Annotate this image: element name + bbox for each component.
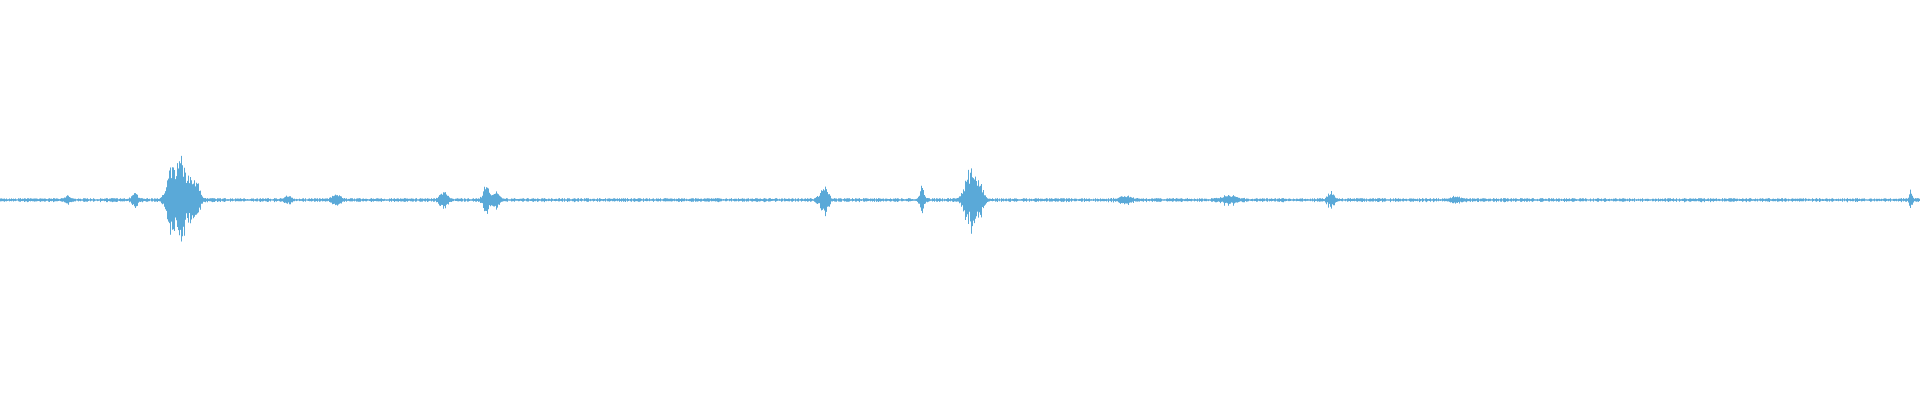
waveform-signal — [0, 155, 1920, 242]
